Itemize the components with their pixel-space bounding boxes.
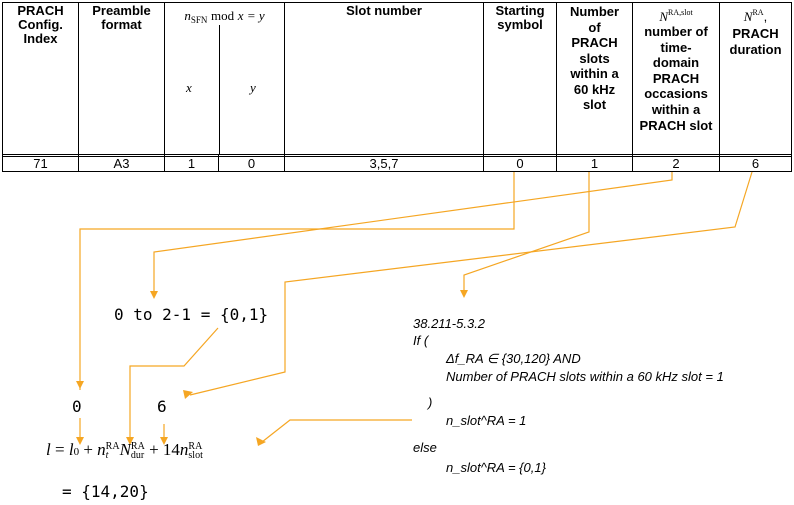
header-format-label: Preamble format bbox=[92, 3, 151, 32]
header-start-label: Starting symbol bbox=[495, 3, 545, 32]
nslot-set: n_slot^RA = {0,1} bbox=[446, 460, 546, 475]
arrow-head-spec bbox=[460, 290, 468, 298]
spec-reference: 38.211-5.3.2 bbox=[413, 316, 486, 331]
cell-duration: 6 bbox=[719, 156, 793, 172]
cell-slot: 3,5,7 bbox=[284, 156, 485, 172]
header-num-slots-label: Number of PRACH slots within a 60 kHz sl… bbox=[569, 4, 620, 112]
cell-num-slots: 1 bbox=[556, 156, 634, 172]
header-xy-divider bbox=[219, 25, 220, 154]
if-close: ) bbox=[428, 395, 433, 410]
cell-format: A3 bbox=[78, 156, 165, 172]
arrow-occasions-to-range bbox=[153, 172, 673, 296]
arrow-head-l0 bbox=[76, 381, 84, 389]
arrow-head-range bbox=[150, 291, 158, 299]
arrow-duration-to-six bbox=[189, 171, 753, 396]
header-index-label: PRACH Config. Index bbox=[17, 3, 64, 46]
value-six: 6 bbox=[157, 397, 167, 416]
header-sfn-expression: nSFN mod x = y bbox=[184, 8, 265, 26]
header-y: y bbox=[250, 80, 256, 95]
header-prach-occasions: NRA,slot number of time-domain PRACH occ… bbox=[632, 2, 721, 155]
table-row: 71 A3 1 0 3,5,7 0 1 2 6 bbox=[2, 156, 793, 172]
formula-result: = {14,20} bbox=[62, 482, 149, 501]
header-occasions-label: number of time-domain PRACH occasions wi… bbox=[639, 24, 713, 133]
arrow-head-nslot bbox=[256, 437, 266, 446]
header-starting-symbol: Starting symbol bbox=[483, 2, 558, 155]
arrow-nslot-to-formula bbox=[261, 419, 412, 443]
condition-delta-f: Δf_RA ∈ {30,120} AND bbox=[446, 351, 581, 366]
prach-config-table: PRACH Config. Index Preamble format nSFN… bbox=[2, 2, 793, 172]
cell-y: 0 bbox=[217, 156, 286, 172]
condition-num-slots: Number of PRACH slots within a 60 kHz sl… bbox=[446, 369, 724, 384]
arrow-head-six bbox=[183, 390, 193, 399]
arrow-head-zero bbox=[76, 437, 84, 445]
header-prach-config-index: PRACH Config. Index bbox=[2, 2, 79, 155]
arrow-head-nt bbox=[126, 437, 134, 445]
else-keyword: else bbox=[413, 440, 437, 455]
arrow-head-ndur bbox=[160, 437, 168, 445]
nslot-equals-one: n_slot^RA = 1 bbox=[446, 413, 527, 428]
header-occasions-symbol: NRA,slot bbox=[659, 8, 693, 24]
header-preamble-format: Preamble format bbox=[78, 2, 165, 155]
arrow-numslots-to-spec bbox=[463, 172, 590, 296]
value-zero: 0 bbox=[72, 397, 82, 416]
header-slot-label: Slot number bbox=[346, 3, 422, 18]
cell-occasions: 2 bbox=[632, 156, 721, 172]
arrow-start-to-l0 bbox=[79, 172, 515, 390]
header-slot-number: Slot number bbox=[284, 2, 485, 155]
header-duration-symbol: NRA, bbox=[743, 8, 768, 24]
arrow-range-to-nt bbox=[129, 327, 219, 442]
header-prach-duration: NRA, PRACH duration bbox=[719, 2, 793, 155]
header-x: x bbox=[186, 80, 192, 95]
header-duration-label: PRACH duration bbox=[729, 26, 782, 57]
range-annotation: 0 to 2-1 = {0,1} bbox=[114, 305, 269, 324]
cell-index: 71 bbox=[2, 156, 79, 172]
if-open: If ( bbox=[413, 333, 429, 348]
header-sfn-mod: nSFN mod x = y x y bbox=[163, 2, 286, 155]
